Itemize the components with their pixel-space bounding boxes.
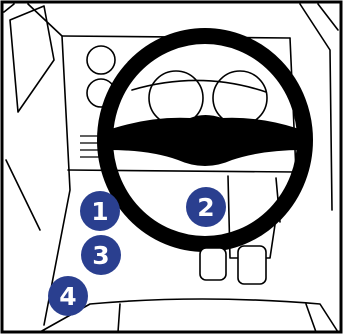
- a-pillar: [4, 4, 14, 12]
- left-door-inner: [6, 160, 40, 230]
- callout-1-label: 1: [91, 197, 108, 226]
- callout-3: 3: [81, 235, 121, 275]
- pedal-brake: [200, 248, 226, 280]
- seat-inner-left: [118, 304, 120, 332]
- steering-wheel-spokes: [108, 115, 302, 166]
- callout-2-label: 2: [197, 193, 214, 222]
- gauge-upper: [87, 46, 115, 74]
- right-pillar: [318, 4, 338, 30]
- pedal-accelerator: [238, 246, 266, 284]
- callout-3-label: 3: [92, 241, 109, 270]
- tachometer: [213, 71, 267, 125]
- callout-1: 1: [80, 191, 120, 231]
- callout-2: 2: [186, 187, 226, 227]
- callout-4: 4: [48, 276, 88, 316]
- callout-4-label: 4: [59, 282, 76, 311]
- seat-inner-right: [306, 304, 316, 332]
